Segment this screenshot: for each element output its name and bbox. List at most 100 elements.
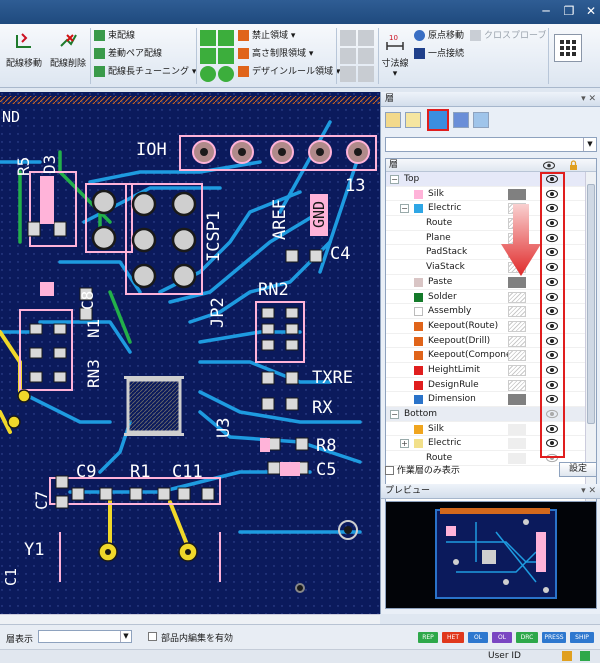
press-badge[interactable]: PRESS [542, 632, 566, 643]
eye-icon[interactable] [546, 217, 558, 229]
layer-row[interactable]: −Bottom [386, 407, 596, 422]
board-preview[interactable] [385, 501, 597, 609]
net-tool-icon[interactable] [453, 112, 469, 128]
layer-row[interactable]: −Top [386, 172, 596, 187]
shape-square-icon[interactable] [218, 30, 234, 46]
shape-circle-icon[interactable] [200, 66, 216, 82]
layer-fill-pattern[interactable] [508, 306, 526, 318]
keepout-area-button[interactable]: 禁止領域 ▾ [238, 28, 295, 44]
ol-badge[interactable]: OL [492, 632, 512, 643]
layer-fill-pattern[interactable] [508, 291, 526, 303]
pcb-layer-tool-icon[interactable] [385, 112, 401, 128]
height-limit-button[interactable]: 高さ制限領域 ▾ [238, 46, 313, 62]
shape-square-icon[interactable] [200, 48, 216, 64]
ol-badge[interactable]: OL [468, 632, 488, 643]
layer-fill-color[interactable] [508, 453, 526, 465]
origin-move-button[interactable]: 原点移動 [414, 28, 464, 44]
eye-icon[interactable] [546, 408, 558, 420]
layer-row[interactable]: Solder [386, 290, 596, 305]
settings-button[interactable]: 設定 [559, 462, 597, 477]
diff-pair-button[interactable]: 差動ペア配線 [94, 46, 162, 62]
layer-list-scrollbar[interactable] [585, 172, 596, 549]
layer-row[interactable]: HeightLimit [386, 363, 596, 378]
layer-row[interactable]: Dimension [386, 392, 596, 407]
layer-fill-color[interactable] [508, 394, 526, 406]
eye-icon[interactable] [546, 202, 558, 214]
bundle-wiring-button[interactable]: 束配線 [94, 28, 135, 44]
layer-row[interactable]: Silk [386, 187, 596, 202]
layer-fill-color[interactable] [508, 438, 526, 450]
cross-probe-button[interactable]: クロスプローブ [470, 28, 546, 44]
eye-icon[interactable] [546, 320, 558, 332]
drc-badge[interactable]: DRC [516, 632, 538, 643]
eye-icon[interactable] [546, 423, 558, 435]
layer-set-combo[interactable]: ▼ [385, 137, 597, 152]
layer-fill-color[interactable] [508, 423, 526, 435]
expand-toggle-icon[interactable]: − [390, 410, 399, 419]
checkbox-box[interactable] [385, 466, 394, 475]
wiring-move-button[interactable]: 配線移動 [4, 28, 44, 84]
eye-icon[interactable] [546, 305, 558, 317]
eye-icon[interactable] [546, 379, 558, 391]
eye-icon[interactable] [546, 173, 558, 185]
grid-tool-icon[interactable] [358, 66, 374, 82]
layer-row[interactable]: Keepout(Component) [386, 348, 596, 363]
expand-toggle-icon[interactable]: − [390, 175, 399, 184]
design-rule-area-button[interactable]: デザインルール領域 ▾ [238, 64, 340, 80]
layer-row[interactable]: +Electric [386, 436, 596, 452]
layer-fill-pattern[interactable] [508, 335, 526, 347]
layer-display-select[interactable]: ▼ [38, 630, 132, 643]
eye-icon[interactable] [546, 349, 558, 361]
panel-pin-close-icon[interactable]: ▾ ✕ [581, 94, 596, 104]
eye-icon[interactable] [546, 246, 558, 258]
canvas-horizontal-scrollbar[interactable] [0, 614, 380, 624]
het-badge[interactable]: HET [442, 632, 464, 643]
single-connect-button[interactable]: 一点接続 [414, 46, 464, 62]
layer-fill-color[interactable] [508, 276, 526, 288]
dimension-line-button[interactable]: 10 寸法線 ▾ [381, 34, 409, 79]
eye-icon[interactable] [546, 364, 558, 376]
restore-icon[interactable]: ❐ [563, 4, 575, 18]
shape-square-icon[interactable] [218, 48, 234, 64]
layer-fill-pattern[interactable] [508, 379, 526, 391]
table-tool-icon[interactable] [473, 112, 489, 128]
shape-square-icon[interactable] [200, 30, 216, 46]
layer-row[interactable]: Keepout(Route) [386, 319, 596, 334]
grid-tool-icon[interactable] [358, 30, 374, 46]
grid-tool-icon[interactable] [358, 48, 374, 64]
eye-icon[interactable] [546, 335, 558, 347]
component-edit-checkbox[interactable] [148, 632, 157, 641]
eye-icon[interactable] [546, 232, 558, 244]
layer-view-tool-icon[interactable] [427, 109, 449, 131]
eye-icon[interactable] [546, 276, 558, 288]
chevron-down-icon[interactable]: ▼ [120, 631, 131, 642]
pcb-canvas[interactable]: ND IOH D3 R5 ICSP1 AREF GND 13 C4 RN2 C8… [0, 92, 380, 614]
length-tuning-button[interactable]: 配線長チューニング ▾ [94, 64, 196, 80]
ship-badge[interactable]: SHIP [570, 632, 594, 643]
wiring-delete-button[interactable]: 配線削除 [48, 28, 88, 84]
layer-stack-tool-icon[interactable] [405, 112, 421, 128]
layer-row[interactable]: DesignRule [386, 378, 596, 393]
eye-icon[interactable] [546, 291, 558, 303]
expand-toggle-icon[interactable]: + [400, 439, 409, 449]
chevron-down-icon[interactable]: ▼ [583, 138, 596, 151]
layer-row[interactable]: Assembly [386, 304, 596, 319]
expand-toggle-icon[interactable]: − [400, 204, 409, 214]
layer-fill-pattern[interactable] [508, 320, 526, 332]
eye-icon[interactable] [546, 437, 558, 449]
layer-row[interactable]: Silk [386, 422, 596, 437]
close-icon[interactable]: ✕ [585, 4, 597, 18]
eye-icon[interactable] [546, 261, 558, 273]
shape-circle-icon[interactable] [218, 66, 234, 82]
panel-pin-close-icon[interactable]: ▾ ✕ [581, 486, 596, 496]
layer-row[interactable]: Paste [386, 275, 596, 290]
grid-tool-icon[interactable] [340, 48, 356, 64]
minimize-icon[interactable]: ─ [542, 4, 550, 18]
only-current-layer-checkbox[interactable]: 作業層のみ表示 [385, 463, 460, 476]
layer-row[interactable]: Keepout(Drill) [386, 334, 596, 349]
layer-fill-color[interactable] [508, 188, 526, 200]
eye-icon[interactable] [546, 393, 558, 405]
rep-badge[interactable]: REP [418, 632, 438, 643]
layer-fill-pattern[interactable] [508, 364, 526, 376]
layer-fill-pattern[interactable] [508, 350, 526, 362]
